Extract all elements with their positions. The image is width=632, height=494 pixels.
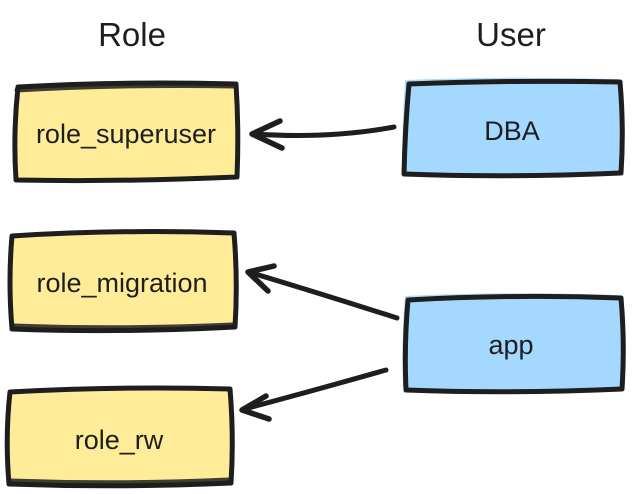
role-rw-label: role_rw (75, 425, 164, 455)
arrow-dba-to-role-superuser (249, 118, 397, 151)
arrow-app-to-role-migration-shaft (249, 270, 400, 321)
dba-label: DBA (484, 116, 540, 146)
role-superuser-label: role_superuser (36, 119, 216, 149)
column-heading-user: User (476, 16, 546, 53)
role-migration-label: role_migration (36, 268, 207, 298)
arrow-dba-to-role-superuser-head (249, 118, 285, 151)
role-rw-box-sketch-line (8, 477, 232, 486)
node-dba: DBA (401, 77, 625, 179)
node-role-superuser: role_superuser (12, 80, 241, 184)
arrow-app-to-role-migration (245, 263, 400, 321)
role-superuser-box (12, 80, 241, 184)
arrow-app-to-role-rw-head (239, 393, 272, 422)
role-migration-box-sketch-line (11, 322, 236, 331)
node-role-migration: role_migration (7, 229, 239, 334)
dba-box (401, 78, 625, 179)
node-role-rw: role_rw (4, 385, 235, 489)
arrow-app-to-role-rw (239, 367, 389, 422)
app-label: app (488, 330, 533, 360)
role-superuser-box-sketch-line (14, 83, 238, 93)
role-migration-box (7, 229, 239, 334)
arrow-dba-to-role-superuser-shaft (250, 124, 397, 138)
app-box (402, 293, 626, 395)
role-rw-box (4, 385, 235, 489)
arrow-app-to-role-rw-shaft (245, 367, 389, 411)
arrow-app-to-role-migration-head (245, 263, 277, 294)
column-heading-role: Role (98, 16, 166, 53)
node-app: app (402, 293, 626, 395)
